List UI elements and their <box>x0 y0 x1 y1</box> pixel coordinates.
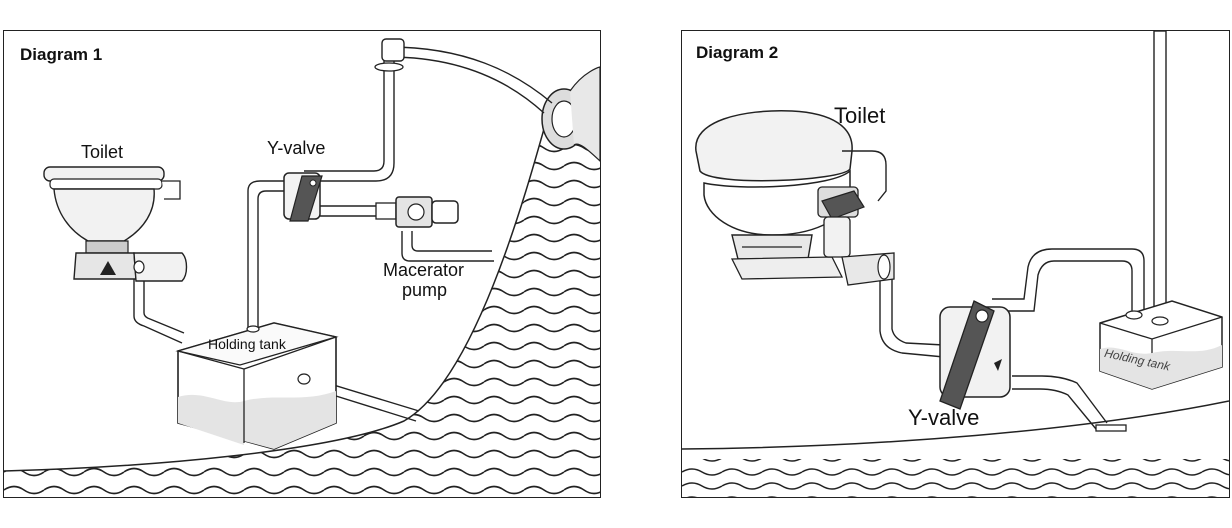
toilet-diagram-2 <box>695 110 895 286</box>
diagram-1-title: Diagram 1 <box>20 45 103 64</box>
y-valve-label: Y-valve <box>908 405 980 430</box>
hose-lines <box>879 248 1145 430</box>
diagram-1-drawing <box>4 38 600 497</box>
macerator-pump-label-line-1: Macerator <box>383 260 465 280</box>
through-hull-fitting <box>1095 424 1127 432</box>
diagram-2-title: Diagram 2 <box>696 43 779 62</box>
holding-tank-label: Holding tank <box>208 336 286 352</box>
deck-fitting <box>374 38 405 72</box>
macerator-pump-label-line-2: pump <box>402 280 448 300</box>
through-hull-fitting <box>541 66 600 162</box>
holding-tank-diagram-2 <box>1099 300 1223 390</box>
vent-pipe <box>1153 31 1167 314</box>
toilet-label: Toilet <box>834 103 886 128</box>
diagram-2-drawing <box>682 31 1229 497</box>
y-valve-diagram-1 <box>283 172 323 222</box>
toilet-label: Toilet <box>81 142 124 162</box>
toilet-diagram-1 <box>43 166 188 282</box>
holding-tank-diagram-1 <box>175 322 339 450</box>
diagram-2-panel: Diagram 2 Toilet Y-valve Holding tank <box>681 30 1230 498</box>
sea-waves <box>682 400 1229 497</box>
diagram-1-panel: Diagram 1 Toilet Y-valve Macerator pump … <box>3 30 601 498</box>
y-valve-diagram-2 <box>939 300 1011 410</box>
macerator-pump <box>375 196 459 228</box>
y-valve-label: Y-valve <box>267 138 326 158</box>
